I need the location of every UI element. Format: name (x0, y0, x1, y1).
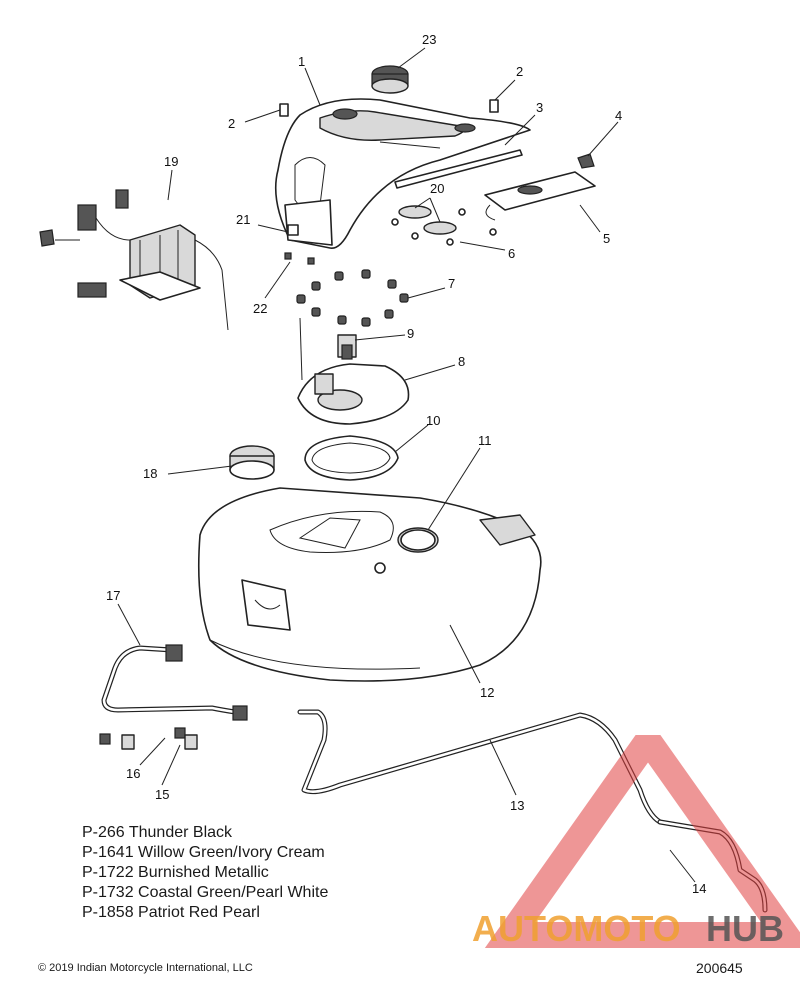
part-16-fitting (99, 733, 135, 750)
callout-20: 20 (430, 181, 444, 196)
callout-9: 9 (407, 326, 414, 341)
part-10-gasket (304, 435, 399, 481)
callout-3: 3 (536, 100, 543, 115)
watermark-text-part2: HUB (706, 908, 784, 949)
callout-1: 1 (298, 54, 305, 69)
part-1-console (274, 98, 531, 249)
color-code-item: P-266 Thunder Black (82, 824, 233, 841)
part-19-fuel-pump (39, 189, 229, 331)
watermark-text-part1: AUTOMOTO (472, 908, 681, 949)
callout-21: 21 (236, 212, 250, 227)
callout-8: 8 (458, 354, 465, 369)
callout-23: 23 (422, 32, 436, 47)
callout-5: 5 (603, 231, 610, 246)
part-6-screws (391, 208, 497, 246)
copyright-notice: © 2019 Indian Motorcycle International, … (38, 962, 253, 974)
callout-17: 17 (106, 588, 120, 603)
color-code-item: P-1732 Coastal Green/Pearl White (82, 884, 329, 901)
callout-14: 14 (692, 881, 706, 896)
callout-4: 4 (615, 108, 622, 123)
diagram-number: 200645 (696, 960, 743, 976)
callout-15: 15 (155, 787, 169, 802)
part-11-plug (400, 529, 436, 551)
callout-12: 12 (480, 685, 494, 700)
part-15-fitting (174, 727, 198, 750)
callout-2a: 2 (228, 116, 235, 131)
part-3-trim-strip (394, 149, 523, 189)
part-22-nut (284, 252, 315, 265)
part-17-fuel-line (101, 644, 248, 721)
part-20-clips (398, 205, 457, 235)
part-4-grommet (577, 153, 595, 169)
callout-2b: 2 (516, 64, 523, 79)
leader-lines (117, 47, 696, 883)
part-8-pump-plate (297, 317, 410, 425)
part-2-screw-left (279, 103, 289, 117)
part-12-fuel-tank (197, 487, 542, 682)
color-code-item: P-1641 Willow Green/Ivory Cream (82, 844, 325, 861)
callout-7: 7 (448, 276, 455, 291)
callout-22: 22 (253, 301, 267, 316)
part-7-seal-nuts (296, 269, 409, 327)
part-21-clip (287, 224, 299, 236)
part-13-fuel-line (297, 709, 663, 825)
part-2-screw-right (489, 99, 499, 113)
callout-18: 18 (143, 466, 157, 481)
color-code-item: P-1858 Patriot Red Pearl (82, 904, 260, 921)
part-9-sensor (337, 334, 357, 360)
callout-19: 19 (164, 154, 178, 169)
callout-labels: 23 1 2 2 3 4 5 6 7 8 9 10 11 12 13 14 15… (106, 32, 706, 896)
callout-6: 6 (508, 246, 515, 261)
watermark-logo: AUTOMOTO HUB (472, 735, 800, 949)
callout-16: 16 (126, 766, 140, 781)
watermark-triangle (484, 735, 800, 948)
part-5-bracket (484, 171, 596, 221)
part-23-cap (371, 65, 409, 94)
callout-10: 10 (426, 413, 440, 428)
callout-13: 13 (510, 798, 524, 813)
color-code-item: P-1722 Burnished Metallic (82, 864, 269, 881)
callout-11: 11 (478, 433, 492, 448)
part-18-fuel-cap (229, 445, 279, 507)
color-code-list: P-266 Thunder Black P-1641 Willow Green/… (82, 823, 328, 923)
